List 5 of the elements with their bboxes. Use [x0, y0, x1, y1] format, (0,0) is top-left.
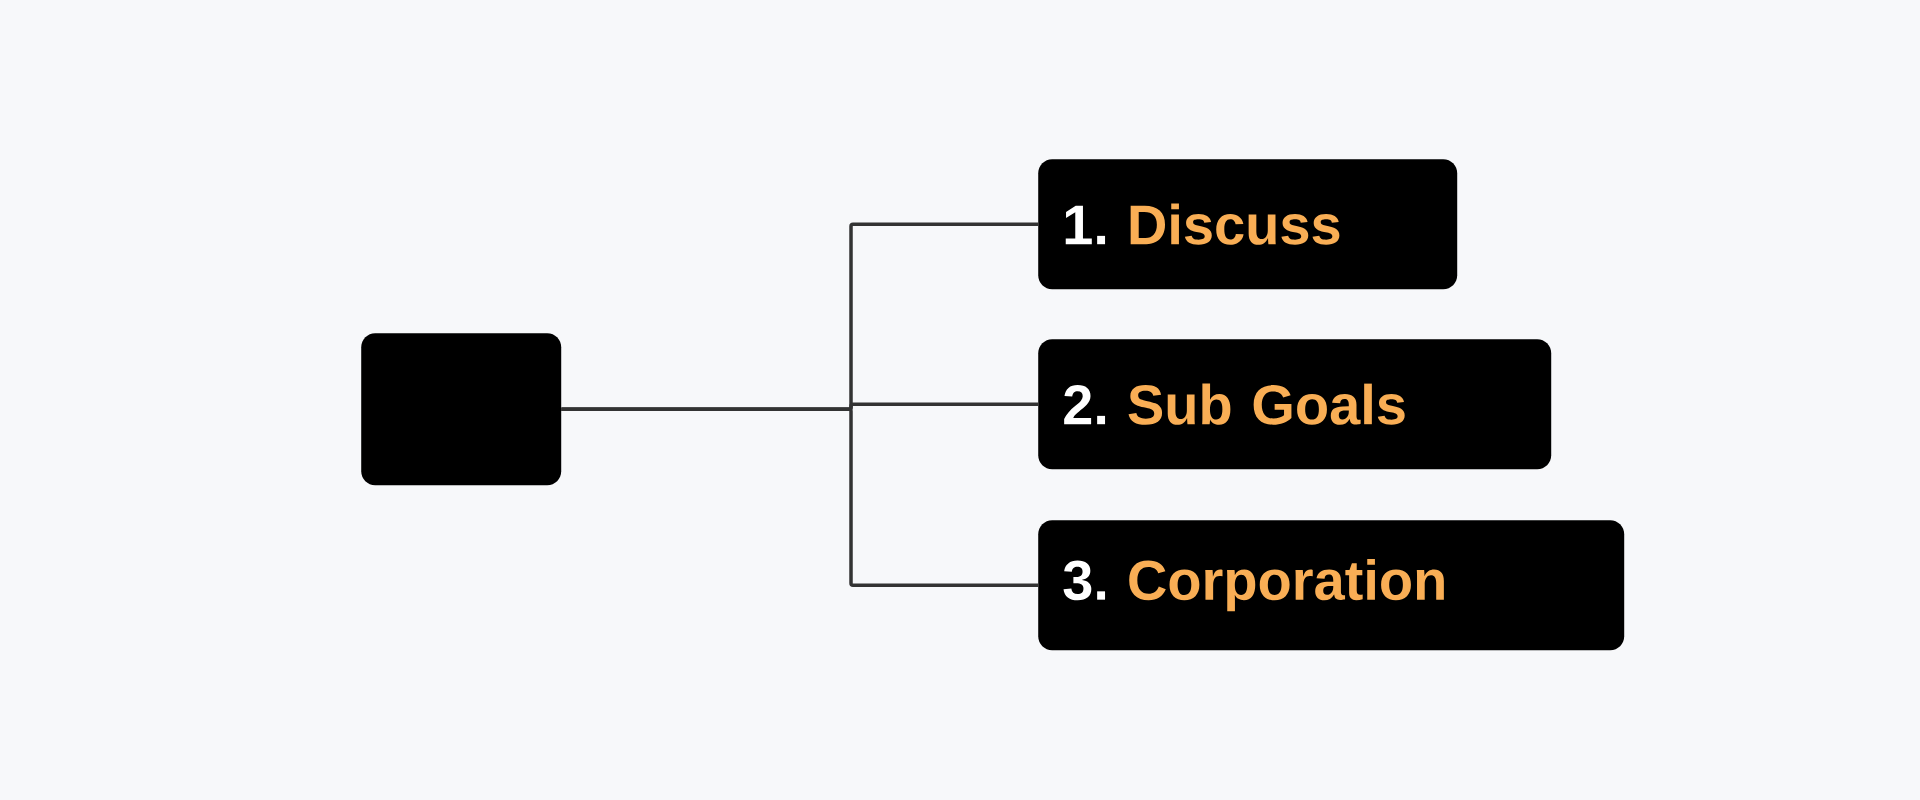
topic-box: 3. Corporation — [1038, 520, 1625, 651]
topic-box: 2. Sub Goals — [1038, 339, 1552, 470]
topic-box: 1. Discuss — [1038, 159, 1458, 290]
empty-box — [361, 333, 562, 486]
connector-line — [561, 407, 1038, 587]
